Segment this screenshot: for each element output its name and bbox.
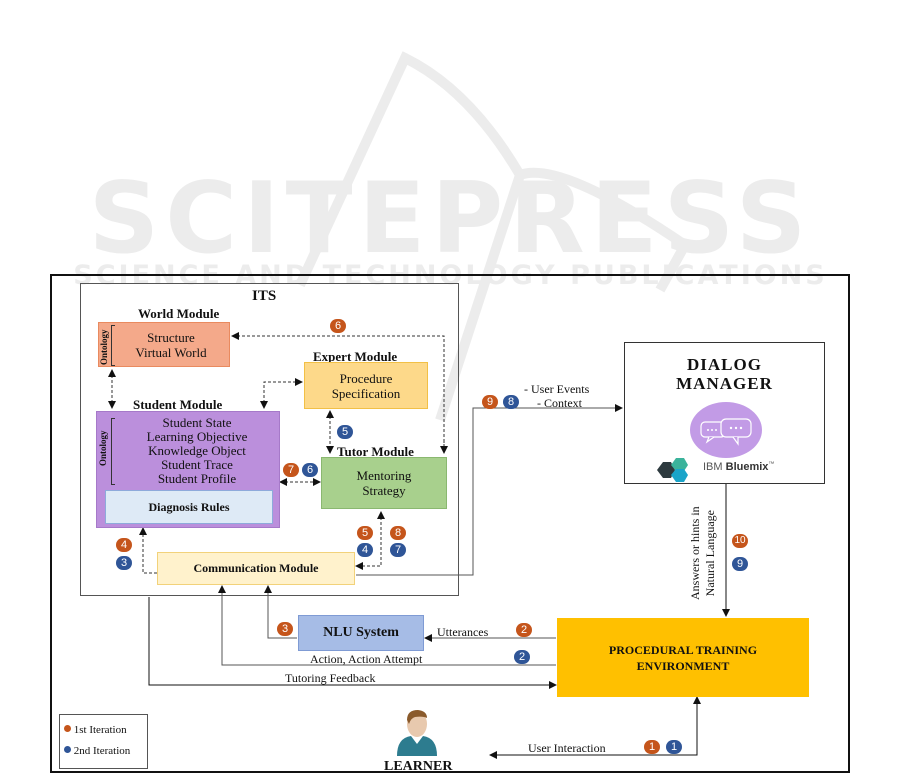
action-attempt-label: Action, Action Attempt bbox=[310, 652, 423, 666]
badge-second-iteration: 5 bbox=[337, 425, 353, 439]
badge-second-iteration: 4 bbox=[357, 543, 373, 557]
badge-second-iteration: 6 bbox=[302, 463, 318, 477]
badge-second-iteration: 9 bbox=[732, 557, 748, 571]
user-events-label: - User Events bbox=[524, 382, 590, 396]
tutor-module-box[interactable]: Mentoring Strategy bbox=[321, 457, 447, 509]
student-ontology-label: Ontology bbox=[98, 430, 108, 466]
tutor-module-title: Tutor Module bbox=[337, 444, 414, 459]
bluemix-logo-icon bbox=[657, 458, 688, 482]
badge-first-iteration: 4 bbox=[116, 538, 132, 552]
badge-first-iteration: 2 bbox=[516, 623, 532, 637]
badge-first-iteration: 8 bbox=[390, 526, 406, 540]
diagnosis-rules-box[interactable]: Diagnosis Rules bbox=[105, 490, 273, 524]
dialog-manager-box[interactable]: DIALOG MANAGER IBM Bluemix™ bbox=[624, 342, 825, 484]
learner-label: LEARNER bbox=[384, 759, 453, 774]
comm-student-link bbox=[139, 527, 157, 574]
comm-dialog-link bbox=[356, 404, 623, 576]
expert-module-title: Expert Module bbox=[313, 349, 398, 364]
badge-second-iteration: 1 bbox=[666, 740, 682, 754]
tutor-comm-link bbox=[355, 511, 385, 570]
diagnosis-rules-label: Diagnosis Rules bbox=[148, 499, 230, 514]
student-expert-link bbox=[260, 378, 303, 409]
badge-first-iteration: 6 bbox=[330, 319, 346, 333]
expert-module-box[interactable]: Procedure Specification bbox=[304, 362, 428, 409]
expert-module-line: Procedure bbox=[339, 370, 393, 386]
world-module-box[interactable]: Structure Virtual World bbox=[98, 322, 230, 367]
world-module-title: World Module bbox=[138, 306, 220, 321]
student-module-line: Student Trace bbox=[161, 457, 233, 472]
legend-item-first: 1st Iteration bbox=[64, 724, 127, 736]
its-pte-feedback-link bbox=[148, 597, 557, 689]
expert-module-line: Specification bbox=[331, 385, 401, 401]
student-module-line: Student Profile bbox=[157, 471, 237, 486]
legend-dot-first bbox=[64, 725, 71, 732]
badge-first-iteration: 10 bbox=[732, 534, 748, 548]
nlu-comm-link bbox=[264, 585, 297, 639]
its-container bbox=[80, 283, 459, 596]
bluemix-logo-text: IBM Bluemix™ bbox=[703, 461, 775, 473]
world-ontology-label: Ontology bbox=[99, 329, 109, 365]
badge-second-iteration: 7 bbox=[390, 543, 406, 557]
world-module-line: Structure bbox=[147, 329, 195, 345]
badge-second-iteration: 3 bbox=[116, 556, 132, 570]
pte-line1: PROCEDURAL TRAINING bbox=[608, 642, 758, 657]
procedural-training-environment-box[interactable]: PROCEDURAL TRAINING ENVIRONMENT bbox=[557, 618, 809, 697]
pte-comm-link bbox=[218, 585, 556, 666]
communication-module-box[interactable]: Communication Module bbox=[157, 552, 355, 585]
tutor-world-link bbox=[231, 332, 445, 452]
badge-first-iteration: 1 bbox=[644, 740, 660, 754]
legend: 1st Iteration 2nd Iteration bbox=[59, 714, 148, 769]
tutor-module-line: Mentoring bbox=[356, 468, 412, 483]
its-title: ITS bbox=[252, 288, 277, 304]
context-label: - Context bbox=[537, 396, 582, 410]
badge-first-iteration: 3 bbox=[277, 622, 293, 636]
badge-first-iteration: 7 bbox=[283, 463, 299, 477]
legend-dot-second bbox=[64, 746, 71, 753]
learner-pte-link bbox=[489, 696, 701, 759]
student-module-line: Student State bbox=[162, 415, 232, 430]
answers-label: Answers or hints in Natural Language bbox=[688, 506, 717, 600]
diagram-frame bbox=[50, 274, 850, 773]
utterances-label: Utterances bbox=[437, 625, 489, 639]
dialog-manager-title: DIALOG MANAGER bbox=[676, 355, 773, 393]
chat-bubbles-icon bbox=[690, 402, 762, 458]
world-module-line: Virtual World bbox=[135, 344, 207, 360]
user-interaction-label: User Interaction bbox=[528, 741, 606, 755]
legend-item-second: 2nd Iteration bbox=[64, 745, 130, 757]
tutor-module-line: Strategy bbox=[362, 483, 406, 498]
student-module-box[interactable]: Student State Learning Objective Knowled… bbox=[96, 411, 280, 528]
student-module-title: Student Module bbox=[133, 397, 223, 412]
badge-second-iteration: 8 bbox=[503, 395, 519, 409]
badge-first-iteration: 5 bbox=[357, 526, 373, 540]
tutoring-feedback-label: Tutoring Feedback bbox=[285, 671, 376, 685]
world-ontology-bracket bbox=[111, 325, 115, 366]
student-module-line: Knowledge Object bbox=[148, 443, 246, 458]
student-module-line: Learning Objective bbox=[146, 429, 248, 444]
badge-first-iteration: 9 bbox=[482, 395, 498, 409]
nlu-system-label: NLU System bbox=[323, 625, 399, 640]
user-avatar-icon bbox=[397, 710, 437, 756]
nlu-system-box[interactable]: NLU System bbox=[298, 615, 424, 651]
communication-module-label: Communication Module bbox=[193, 561, 319, 575]
badge-second-iteration: 2 bbox=[514, 650, 530, 664]
student-ontology-bracket bbox=[111, 418, 115, 485]
pte-line2: ENVIRONMENT bbox=[636, 658, 730, 673]
